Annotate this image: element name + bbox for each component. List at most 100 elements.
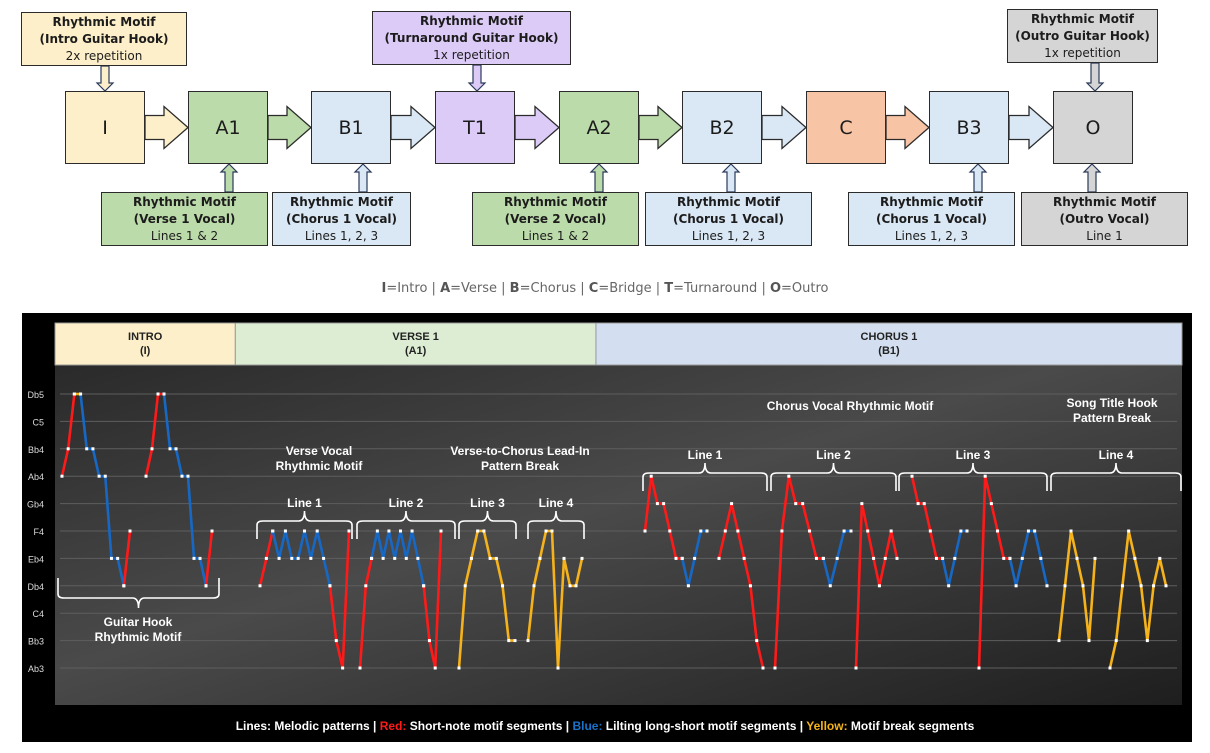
note-point: [814, 556, 818, 560]
y-tick-label: Gb4: [27, 500, 44, 510]
melody-segment-blue: [370, 529, 425, 588]
note-point: [370, 556, 374, 560]
note-point: [828, 584, 832, 588]
y-tick-label: Bb3: [28, 637, 44, 647]
bottom-motif-box: Rhythmic Motif(Chorus 1 Vocal)Lines 1, 2…: [848, 192, 1015, 246]
line-label: Line 1: [688, 448, 723, 462]
section-header-subtitle: (A1): [405, 345, 427, 357]
chart-legend: Lines: Melodic patterns | Red: Short-not…: [0, 719, 1210, 733]
motif-arrow: [968, 163, 988, 193]
section-box-b1: B1: [311, 91, 391, 164]
note-point: [144, 474, 148, 478]
note-point: [156, 392, 160, 396]
note-point: [580, 556, 584, 560]
bottom-motif-box: Rhythmic Motif(Chorus 1 Vocal)Lines 1, 2…: [645, 192, 812, 246]
note-point: [128, 529, 132, 533]
note-point: [180, 474, 184, 478]
note-point: [1158, 556, 1162, 560]
line-label: Line 1: [287, 496, 322, 510]
abbr-key: A: [440, 281, 451, 296]
note-point: [150, 447, 154, 451]
section-label: A2: [586, 116, 612, 139]
note-point: [723, 529, 727, 533]
note-point: [1008, 556, 1012, 560]
chart-annotation: Guitar Hook: [104, 615, 173, 629]
section-label: C: [839, 116, 853, 139]
note-point: [322, 556, 326, 560]
motif-detail: Line 1: [1086, 228, 1123, 243]
note-point: [328, 584, 332, 588]
y-tick-label: Db4: [27, 582, 44, 592]
note-point: [1081, 584, 1085, 588]
abbr-separator: |: [497, 281, 510, 296]
note-point: [941, 556, 945, 560]
y-tick-label: C5: [32, 417, 44, 427]
motif-detail: 1x repetition: [1044, 45, 1121, 60]
motif-arrow: [1082, 163, 1102, 193]
note-point: [989, 502, 993, 506]
section-header: [595, 322, 1183, 366]
note-point: [258, 584, 262, 588]
legend-blue-text: Lilting long-short motif segments |: [602, 719, 807, 733]
note-point: [842, 529, 846, 533]
legend-blue-label: Blue:: [572, 719, 603, 733]
motif-arrow: [589, 163, 609, 193]
y-tick-label: Ab4: [28, 472, 44, 482]
abbr-separator: |: [427, 281, 441, 296]
note-point: [730, 502, 734, 506]
section-label: B3: [956, 116, 982, 139]
section-label: A1: [215, 116, 241, 139]
note-point: [526, 639, 530, 643]
note-point: [277, 556, 281, 560]
line-brace: [642, 462, 768, 491]
line-label: Line 2: [389, 496, 424, 510]
note-point: [787, 474, 791, 478]
abbr-key: I: [381, 281, 387, 296]
top-motif-box: Rhythmic Motif(Outro Guitar Hook)1x repe…: [1007, 9, 1158, 63]
note-point: [877, 584, 881, 588]
chart-annotation: Chorus Vocal Rhythmic Motif: [767, 399, 934, 413]
note-point: [959, 529, 963, 533]
motif-arrow: [1085, 62, 1105, 92]
note-point: [773, 666, 777, 670]
y-tick-label: F4: [33, 527, 44, 537]
note-point: [755, 639, 759, 643]
note-point: [532, 584, 536, 588]
motif-detail: 1x repetition: [433, 47, 510, 62]
motif-subtitle: (Chorus 1 Vocal): [672, 211, 785, 226]
note-point: [91, 447, 95, 451]
note-point: [1139, 584, 1143, 588]
note-point: [439, 529, 443, 533]
note-point: [264, 556, 268, 560]
note-point: [482, 529, 486, 533]
chart-annotation: Pattern Break: [481, 459, 559, 473]
abbr-separator: |: [757, 281, 770, 296]
melody-segment-blue: [271, 529, 332, 588]
section-header-subtitle: (B1): [878, 345, 900, 357]
line-label: Line 4: [1099, 448, 1134, 462]
note-point: [655, 502, 659, 506]
line-label: Line 3: [956, 448, 991, 462]
chart-annotation: Rhythmic Motif: [276, 459, 364, 473]
note-point: [1133, 556, 1137, 560]
abbr-value: =Outro: [781, 281, 829, 296]
section-box-a1: A1: [188, 91, 268, 164]
abbr-separator: |: [651, 281, 665, 296]
motif-title: Rhythmic Motif: [676, 194, 781, 209]
note-point: [309, 556, 313, 560]
note-point: [910, 474, 914, 478]
note-point: [1120, 584, 1124, 588]
note-point: [72, 392, 76, 396]
song-structure-flow: [95, 62, 1105, 193]
note-point: [116, 556, 120, 560]
note-point: [821, 556, 825, 560]
note-point: [162, 392, 166, 396]
section-header-title: INTRO: [128, 331, 163, 343]
note-point: [1002, 556, 1006, 560]
note-point: [168, 447, 172, 451]
line-brace: [1050, 462, 1182, 491]
motif-title: Rhythmic Motif: [503, 194, 608, 209]
note-point: [1033, 529, 1037, 533]
note-point: [860, 502, 864, 506]
melody-segment-red: [773, 474, 825, 670]
